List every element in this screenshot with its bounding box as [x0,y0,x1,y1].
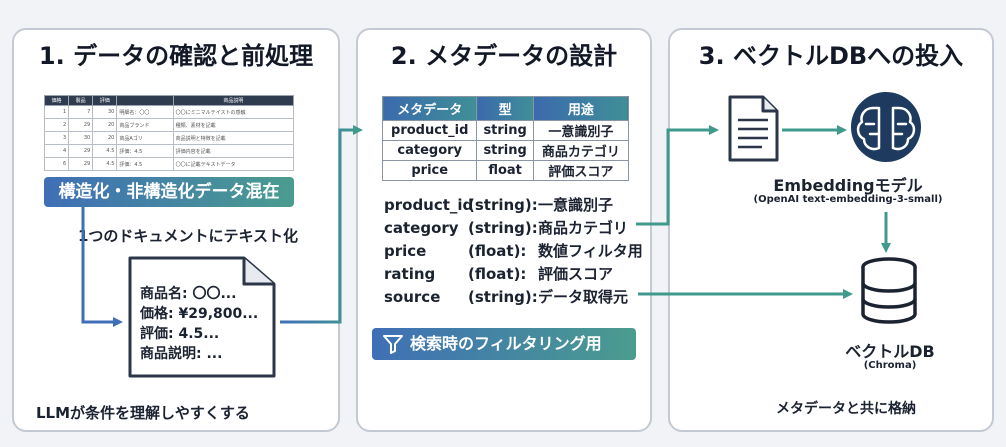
field-name: product_id [384,196,474,214]
field-type: (string): [468,219,538,237]
table-cell: 2 [43,118,70,132]
raw-table-header: 価格 製品 評価 商品説明 [43,95,295,106]
table-cell: 29 [68,118,94,132]
table-row: 6 29 4.5 評価：4.5 〇〇に記載テキストデータ [43,157,295,171]
table-cell: 29 [68,157,94,171]
table-cell: 種類、素材を記載 [172,118,295,132]
table-cell: 〇〇に記載テキストデータ [172,157,295,171]
embedding-model-label: Embeddingモデル [773,176,923,195]
vector-db-label: ベクトルDB [845,342,935,361]
doc-line: 商品説明: ... [140,346,223,362]
table-row: 4 29 4.5 評価：4.5 評価内容を記載 [43,144,295,158]
panel3-title: 3. ベクトルDBへの投入 [698,42,964,70]
table-cell: 3 [43,131,70,145]
panel-vector-db: 3. ベクトルDBへの投入 [668,28,994,432]
doc-line: 商品名: 〇〇... [140,286,237,302]
table-row: category string 商品カテゴリ [381,140,630,161]
panel2-title: 2. メタデータの設計 [390,42,618,70]
field-purpose: 一意識別子 [538,196,614,214]
table-cell: 一意識別子 [532,120,630,141]
field-name: source [384,288,441,306]
text-conversion-note: 1つのドキュメントにテキスト化 [78,227,298,245]
metadata-table-header: メタデータ 型 用途 [381,96,630,121]
document-icon [128,256,276,378]
table-cell: 明細名：〇〇 [116,105,174,119]
table-cell: float [476,160,534,181]
field-type: (string): [468,196,538,214]
raw-header-cell [116,95,174,106]
table-cell: 評価：4.5 [116,157,174,171]
list-item: rating (float): 評価スコア [384,263,643,286]
field-type: (string): [468,288,538,306]
metadata-table: メタデータ 型 用途 product_id string 一意識別子 categ… [381,96,630,181]
document-content: 商品名: 〇〇... 価格: ¥29,800... 評価: 4.5... 商品説… [140,284,258,364]
table-cell: 4.5 [92,144,118,158]
table-cell: 30 [68,131,94,145]
doc-line: 評価: 4.5... [140,326,220,342]
field-purpose: 評価スコア [538,265,614,283]
field-purpose: データ取得元 [538,288,629,306]
table-cell: 30 [92,105,118,119]
table-row: 1 7 30 明細名：〇〇 〇〇にミニマルテイストの感触 [43,105,295,119]
table-cell: 20 [92,118,118,132]
table-cell: 〇〇にミニマルテイストの感触 [172,105,295,119]
metadata-field-list: product_id(string):一意識別子 category(string… [384,194,643,309]
table-cell: 4.5 [92,157,118,171]
raw-header-cell: 価格 [43,95,70,106]
funnel-icon [383,335,403,354]
table-cell: category [381,140,478,161]
table-cell: product_id [381,120,478,141]
embedding-model-name: (OpenAI text-embedding-3-small) [753,194,943,205]
table-cell: 商品ブランド [116,118,174,132]
raw-header-cell: 商品説明 [172,95,295,106]
panel3-footer: メタデータと共に格納 [776,401,916,417]
list-item: source (string):データ取得元 [384,286,643,309]
mixed-data-banner: 構造化・非構造化データ混在 [44,177,294,207]
field-purpose: 数値フィルタ用 [538,242,643,260]
table-cell: 商品カテゴリ [532,140,630,161]
list-item: price (float): 数値フィルタ用 [384,240,643,263]
table-cell: 商品Aゴリ [116,131,174,145]
table-cell: string [476,120,534,141]
table-cell: 6 [43,157,70,171]
table-cell: 29 [68,144,94,158]
field-type: (float): [468,242,527,260]
filter-label: 検索時のフィルタリング用 [410,334,602,353]
field-name: rating [384,265,436,283]
list-item: product_id(string):一意識別子 [384,194,643,217]
table-row: 2 29 20 商品ブランド 種類、素材を記載 [43,118,295,132]
table-cell: string [476,140,534,161]
table-cell: 7 [68,105,94,119]
raw-header-cell: 製品 [68,95,94,106]
filter-banner: 検索時のフィルタリング用 [372,328,636,360]
raw-data-table: 価格 製品 評価 商品説明 1 7 30 明細名：〇〇 〇〇にミニマルテイストの… [43,95,295,171]
metadata-header-cell: 用途 [532,96,630,121]
table-cell: 4 [43,144,70,158]
table-row: product_id string 一意識別子 [381,120,630,141]
table-row: price float 評価スコア [381,160,630,181]
table-cell: 商品説明と特徴を記載 [172,131,295,145]
field-name: price [384,242,427,260]
list-item: category (string):商品カテゴリ [384,217,643,240]
field-type: (float): [468,265,527,283]
table-cell: 評価スコア [532,160,630,181]
field-name: category [384,219,459,237]
panel1-footer: LLMが条件を理解しやすくする [36,404,250,422]
table-cell: price [381,160,478,181]
table-cell: 評価内容を記載 [172,144,295,158]
metadata-header-cell: 型 [476,96,534,121]
table-cell: 1 [43,105,70,119]
raw-header-cell: 評価 [92,95,118,106]
metadata-header-cell: メタデータ [381,96,478,121]
field-purpose: 商品カテゴリ [538,219,629,237]
table-row: 3 30 20 商品Aゴリ 商品説明と特徴を記載 [43,131,295,145]
panel1-title: 1. データの確認と前処理 [38,42,314,70]
table-cell: 評価：4.5 [116,144,174,158]
panel-metadata-design: 2. メタデータの設計 [356,28,652,432]
vector-db-name: (Chroma) [863,360,917,371]
doc-line: 価格: ¥29,800... [140,306,259,322]
table-cell: 20 [92,131,118,145]
